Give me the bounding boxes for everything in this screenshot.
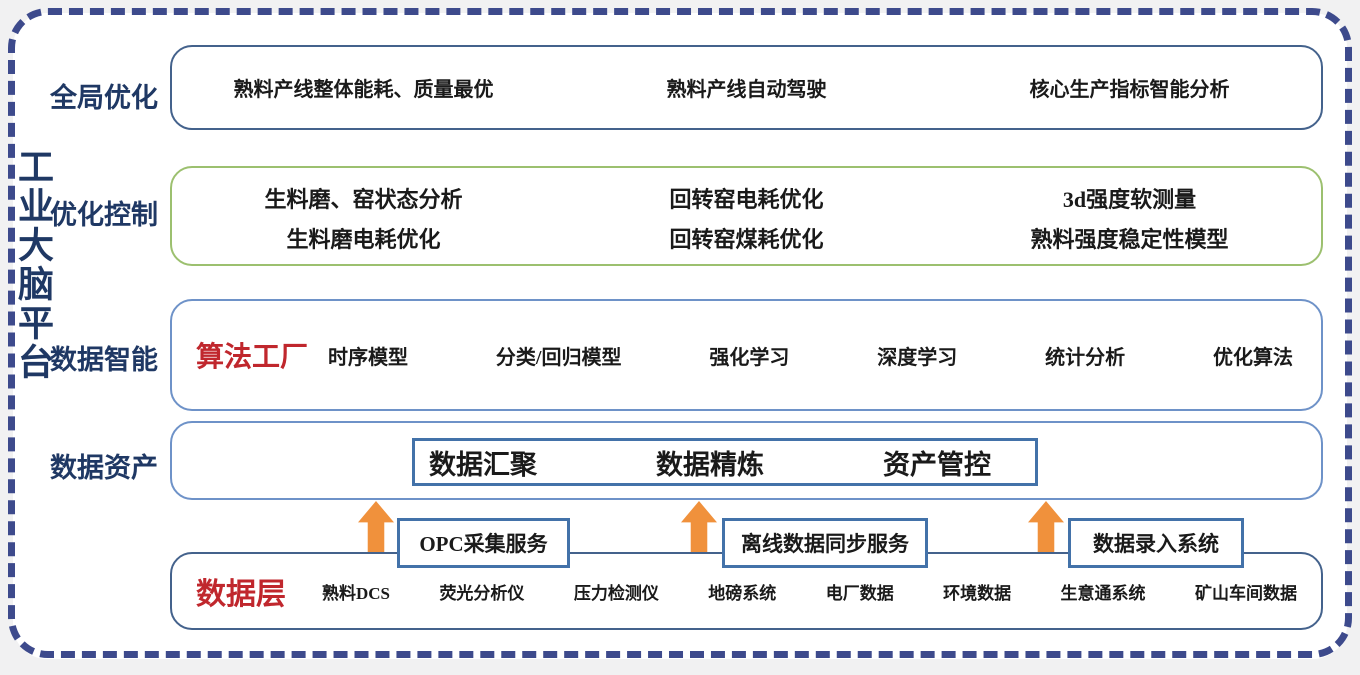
data-source-item: 矿山车间数据 [1194, 583, 1297, 603]
data-source-item: 荧光分析仪 [439, 583, 525, 603]
control-row: 生料磨、窑状态分析 回转窑电耗优化 3d强度软测量 [172, 182, 1321, 214]
control-row: 生料磨电耗优化 回转窑煤耗优化 熟料强度稳定性模型 [172, 222, 1321, 254]
control-item: 3d强度软测量 [1062, 187, 1197, 212]
algorithm-items: 时序模型 分类/回归模型 强化学习 深度学习 统计分析 优化算法 [328, 341, 1293, 370]
data-assets-box: 数据汇聚 数据精炼 资产管控 [170, 421, 1323, 500]
platform-title: 工业大脑平台 [13, 148, 53, 382]
control-item: 回转窑煤耗优化 [669, 227, 824, 252]
assets-item: 资产管控 [883, 449, 991, 480]
algorithm-item: 优化算法 [1212, 346, 1293, 369]
data-source-item: 压力检测仪 [573, 583, 659, 603]
row-label-data-assets: 数据资产 [50, 453, 158, 483]
control-item: 生料磨、窑状态分析 [264, 187, 463, 212]
data-source-item: 地磅系统 [708, 583, 777, 603]
row-label-data-intelligence: 数据智能 [50, 345, 158, 375]
control-item: 熟料强度稳定性模型 [1030, 227, 1229, 252]
offline-data-sync-service-box: 离线数据同步服务 [722, 518, 928, 568]
algorithm-item: 统计分析 [1045, 346, 1126, 369]
row-label-global-optimization: 全局优化 [50, 83, 158, 113]
row-label-optimization-control: 优化控制 [50, 200, 158, 230]
data-entry-system-box: 数据录入系统 [1068, 518, 1244, 568]
data-layer-label: 数据层 [196, 578, 286, 611]
data-source-item: 环境数据 [943, 583, 1012, 603]
data-source-item: 熟料DCS [322, 583, 391, 603]
global-optimization-box: 熟料产线整体能耗、质量最优 熟料产线自动驾驶 核心生产指标智能分析 [170, 45, 1323, 130]
optimization-control-box: 生料磨、窑状态分析 回转窑电耗优化 3d强度软测量 生料磨电耗优化 回转窑煤耗优… [170, 166, 1323, 266]
assets-item: 数据汇聚 [429, 449, 537, 480]
algorithm-item: 时序模型 [328, 346, 409, 369]
algorithm-item: 分类/回归模型 [495, 346, 622, 369]
data-source-item: 电厂数据 [825, 583, 894, 603]
data-sources: 熟料DCS 荧光分析仪 压力检测仪 地磅系统 电厂数据 环境数据 生意通系统 矿… [322, 579, 1297, 604]
algorithm-factory-label: 算法工厂 [196, 342, 309, 373]
global-item: 核心生产指标智能分析 [1029, 79, 1230, 101]
data-source-item: 生意通系统 [1060, 583, 1146, 603]
data-intelligence-box: 算法工厂 时序模型 分类/回归模型 强化学习 深度学习 统计分析 优化算法 [170, 299, 1323, 411]
control-item: 回转窑电耗优化 [669, 187, 824, 212]
algorithm-item: 强化学习 [709, 346, 790, 369]
assets-item: 数据精炼 [656, 449, 764, 480]
algorithm-item: 深度学习 [877, 346, 958, 369]
control-item: 生料磨电耗优化 [286, 227, 441, 252]
global-item: 熟料产线自动驾驶 [666, 79, 827, 101]
global-item: 熟料产线整体能耗、质量最优 [233, 79, 494, 101]
opc-collection-service-box: OPC采集服务 [397, 518, 570, 568]
data-assets-inner-box: 数据汇聚 数据精炼 资产管控 [412, 438, 1038, 486]
